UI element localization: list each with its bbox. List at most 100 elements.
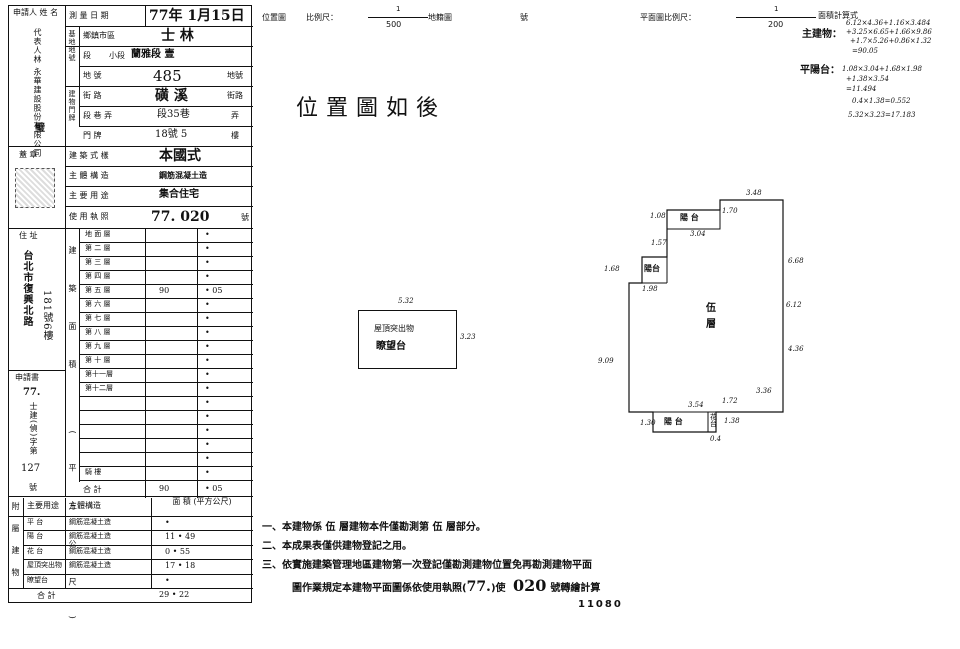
- floor-row-line: [79, 480, 253, 481]
- floor-row-line: [79, 312, 253, 313]
- floor-row-v2: •: [205, 384, 210, 393]
- dim-198: 1.98: [642, 285, 658, 293]
- street-label: 街 路: [83, 91, 102, 100]
- license-label: 使 用 執 照: [69, 212, 109, 221]
- door-label: 建物門牌: [68, 90, 76, 122]
- seal-stamp: [15, 168, 55, 208]
- balcony-top-rect: [666, 209, 721, 230]
- floor-row-line: [79, 368, 253, 369]
- total-label: 合 計: [83, 485, 102, 494]
- location-scale-num: 1: [396, 5, 401, 13]
- annex-row-use: 屋頂突出物: [27, 561, 62, 570]
- plan-scale-bar: [736, 17, 816, 18]
- balcony-top-label: 陽 台: [680, 213, 699, 222]
- floor-row-v2: •: [205, 272, 210, 281]
- usage-label: 主 要 用 途: [69, 191, 109, 200]
- plan-scale-label: 平面圖比例尺：: [640, 13, 696, 22]
- building-style-label: 建 築 式 樣: [69, 151, 109, 160]
- dim-436: 4.36: [788, 345, 804, 353]
- floor-row-line: [79, 284, 253, 285]
- total-v1: 90: [159, 484, 170, 493]
- annex-header-struct: 主體構造: [69, 501, 101, 510]
- floor-row-line: [79, 452, 253, 453]
- floor-row-label: 第 九 層: [85, 342, 111, 350]
- note-3-year: 77.: [466, 579, 491, 595]
- floor-row-label: 第 八 層: [85, 328, 111, 336]
- street-value: 磺 溪: [155, 88, 188, 104]
- annex-row-use: 平 台: [27, 518, 44, 526]
- floor-plan-svg: [628, 199, 784, 433]
- floor-row-line: [79, 354, 253, 355]
- floor-row-v2: •: [205, 426, 210, 435]
- floor-row-line: [79, 340, 253, 341]
- annex-row-area: •: [165, 518, 170, 527]
- floor-row-label: 第 四 層: [85, 272, 111, 280]
- floor-row-line: [79, 410, 253, 411]
- apply-char: 士建(偵)字第: [29, 402, 38, 456]
- floor-row-label: 地 面 層: [85, 230, 111, 238]
- floor-row-label: 第 三 層: [85, 258, 111, 266]
- calc-balcony-line-5: 5.32×3.23=17.183: [848, 111, 916, 119]
- annex-row-struct: 鋼筋混凝土造: [69, 532, 111, 541]
- floor-row-line: [79, 242, 253, 243]
- floor-row-v2: •: [205, 230, 210, 239]
- license-unit: 號: [241, 213, 249, 222]
- roof-structure-box: [358, 310, 457, 369]
- annex-header-area: 面 積 (平方公尺): [172, 497, 232, 506]
- floor-row-line: [79, 326, 253, 327]
- floor-row-line: [79, 256, 253, 257]
- annex-row-struct: 鋼筋混凝土造: [69, 546, 111, 555]
- annex-row-area: 11 • 49: [165, 532, 196, 542]
- annex-row-line: [23, 544, 253, 546]
- floor-row-v2: •: [205, 328, 210, 337]
- floor-row-v2: •: [205, 300, 210, 309]
- annex-total: 29 • 22: [159, 590, 190, 599]
- floor-row-v2: • 05: [205, 286, 223, 295]
- floor-row-line: [79, 438, 253, 439]
- parcel-label: 地 號: [83, 71, 102, 80]
- usage: 集合住宅: [159, 189, 199, 200]
- dim-612: 6.12: [786, 301, 802, 309]
- floor-row-line: [79, 382, 253, 383]
- lane-unit: 弄: [231, 111, 239, 120]
- calc-balcony-line-1: 1.08×3.04+1.68×1.98: [842, 65, 922, 73]
- dim-04: 0.4: [710, 435, 722, 443]
- floor-row-label: 第 十 層: [85, 356, 111, 364]
- dim-168: 1.68: [604, 265, 620, 273]
- calc-balcony-line-2: +1.38×3.54: [846, 75, 889, 83]
- calc-main-line-4: =90.05: [852, 47, 878, 55]
- parcel-value: 485: [153, 67, 182, 85]
- floor-row-v2: •: [205, 342, 210, 351]
- dim-336: 3.36: [756, 387, 772, 395]
- annex-col-line: [151, 498, 152, 588]
- applicant-label: 申請人 姓 名: [13, 8, 59, 17]
- lane-label: 段 巷 弄: [83, 111, 113, 120]
- note-2: 二、本成果表僅供建物登記之用。: [262, 541, 412, 552]
- annex-row-use: 陽 台: [27, 532, 44, 541]
- annex-total-label: 合 計: [37, 591, 56, 600]
- number-label: 門 牌: [83, 131, 102, 140]
- note-1: 一、本建物係 伍 層建物本件僅勘測第 伍 層部分。: [262, 522, 486, 533]
- floor-row-v2: •: [205, 468, 210, 477]
- township-label: 鄉鎮市區: [83, 31, 115, 40]
- dim-138: 1.38: [724, 417, 740, 425]
- lane-value: 段35巷: [157, 109, 190, 120]
- annex-row-struct: 鋼筋混凝土造: [69, 518, 111, 526]
- floor-row-v2: •: [205, 398, 210, 407]
- annex-row-struct: 鋼筋混凝土造: [69, 561, 111, 570]
- location-scale-den: 500: [386, 20, 402, 29]
- township: 士 林: [161, 28, 194, 44]
- applicant-seal-char: 璧: [35, 123, 45, 134]
- annex-row-use: 瞭望台: [27, 575, 48, 584]
- survey-date-label: 測 量 日 期: [69, 11, 109, 20]
- calc-main-line-2: +3.25×6.65+1.66×9.86: [846, 28, 932, 36]
- floor-row-v2: •: [205, 454, 210, 463]
- floor-row-v2: •: [205, 412, 210, 421]
- calc-main-line-1: 6.12×4.36+1.16×3.484: [846, 19, 931, 27]
- land-label: 基地地號: [68, 30, 76, 62]
- note-3-suffix: 號轉繪計算: [550, 583, 601, 594]
- floor-row-v1: 90: [159, 286, 170, 295]
- calc-main-line-3: +1.7×5.26+0.86×1.32: [850, 37, 932, 45]
- structure-label: 主 體 構 造: [69, 171, 109, 180]
